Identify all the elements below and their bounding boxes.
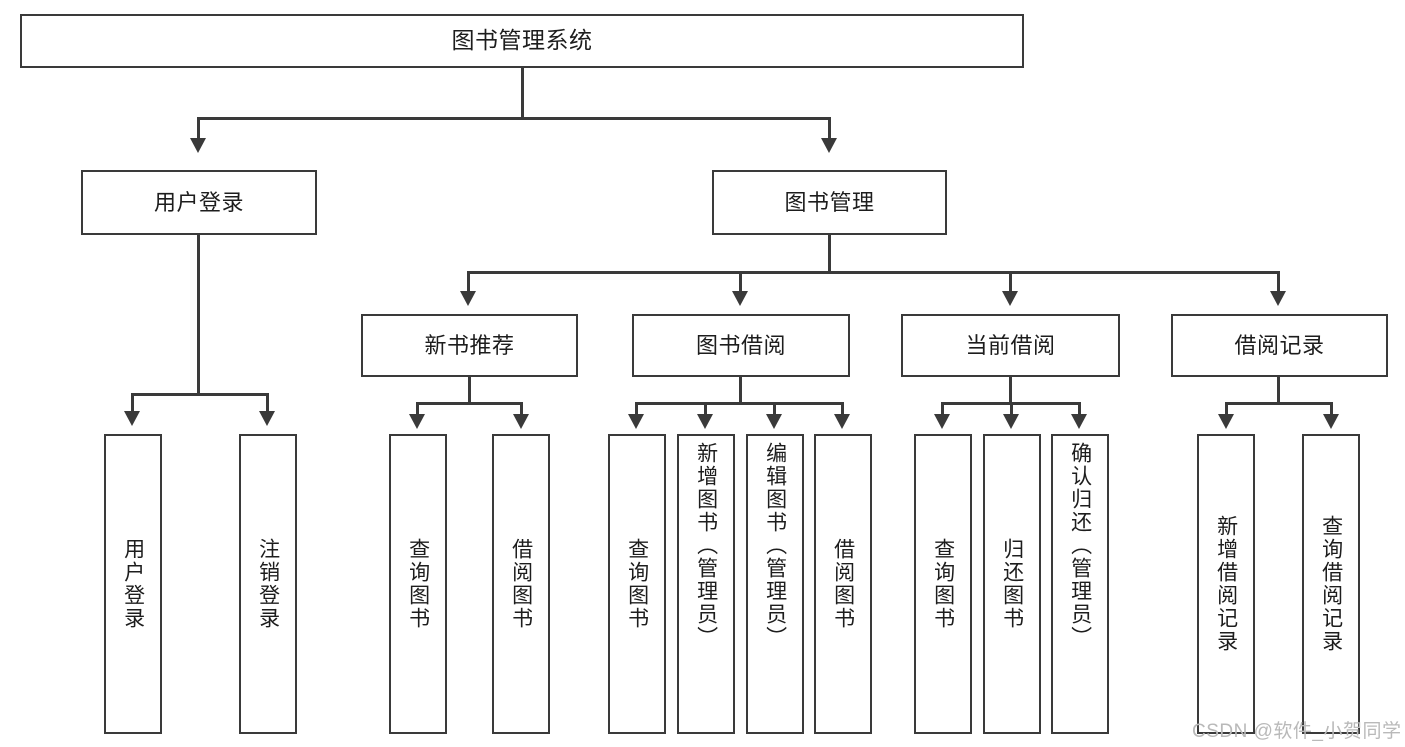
connector-current-borrow-stem [1009, 377, 1012, 404]
node-current-borrow[interactable]: 当前借阅 [901, 314, 1120, 377]
arrow-to-leaf-query-book-3 [934, 414, 950, 429]
node-root-book-management-system[interactable]: 图书管理系统 [20, 14, 1024, 68]
leaf-confirm-return-admin[interactable]: 确认归还（管理员） [1051, 434, 1109, 734]
node-new-book-recommend[interactable]: 新书推荐 [361, 314, 578, 377]
connector-level2-drop-4 [1277, 271, 1280, 293]
connector-user-login-drop-1 [131, 393, 134, 413]
leaf-label: 归还图书 [1000, 538, 1024, 630]
leaf-label: 确认归还（管理员） [1068, 442, 1092, 649]
connector-borrow-record-stem [1277, 377, 1280, 404]
connector-borrow-record-drop-2 [1330, 402, 1333, 416]
leaf-label: 查询借阅记录 [1319, 515, 1343, 653]
connector-borrow-record-bar [1225, 402, 1333, 405]
node-label: 图书管理 [784, 189, 875, 215]
leaf-query-book-current[interactable]: 查询图书 [914, 434, 972, 734]
arrow-to-leaf-return-book [1003, 414, 1019, 429]
arrow-to-leaf-logout [259, 411, 275, 426]
connector-user-login-stem [197, 235, 200, 395]
arrow-to-new-book-recommend [460, 291, 476, 306]
leaf-label: 用户登录 [121, 538, 145, 630]
node-label: 借阅记录 [1234, 332, 1325, 358]
leaf-label: 查询图书 [625, 538, 649, 630]
arrow-to-leaf-add-record [1218, 414, 1234, 429]
arrow-to-leaf-edit-book [766, 414, 782, 429]
leaf-query-borrow-record[interactable]: 查询借阅记录 [1302, 434, 1360, 734]
arrow-to-leaf-query-book-1 [409, 414, 425, 429]
connector-book-borrow-stem [739, 377, 742, 404]
leaf-label: 注销登录 [256, 538, 280, 630]
leaf-add-borrow-record[interactable]: 新增借阅记录 [1197, 434, 1255, 734]
arrow-to-leaf-borrow-book-2 [834, 414, 850, 429]
connector-user-login-drop-2 [266, 393, 269, 413]
leaf-label: 新增借阅记录 [1214, 515, 1238, 653]
connector-level2-drop-2 [739, 271, 742, 293]
connector-level1-drop-right [828, 117, 831, 140]
leaf-borrow-book[interactable]: 借阅图书 [814, 434, 872, 734]
leaf-label: 编辑图书（管理员） [763, 442, 787, 649]
arrow-to-book-borrow [732, 291, 748, 306]
arrow-to-leaf-query-record [1323, 414, 1339, 429]
leaf-label: 查询图书 [931, 538, 955, 630]
node-label: 用户登录 [153, 189, 244, 215]
leaf-borrow-book-recommend[interactable]: 借阅图书 [492, 434, 550, 734]
leaf-edit-book-admin[interactable]: 编辑图书（管理员） [746, 434, 804, 734]
connector-level2-bar [467, 271, 1280, 274]
connector-current-borrow-drop-1 [941, 402, 944, 416]
leaf-query-book-recommend[interactable]: 查询图书 [389, 434, 447, 734]
leaf-return-book[interactable]: 归还图书 [983, 434, 1041, 734]
arrow-to-leaf-borrow-book-1 [513, 414, 529, 429]
connector-current-borrow-drop-2 [1010, 402, 1013, 416]
connector-book-management-stem [828, 235, 831, 273]
connector-borrow-record-drop-1 [1225, 402, 1228, 416]
node-label: 当前借阅 [965, 332, 1056, 358]
node-label: 新书推荐 [424, 332, 515, 358]
arrow-to-leaf-user-login [124, 411, 140, 426]
connector-new-book-drop-2 [520, 402, 523, 416]
arrow-to-borrow-record [1270, 291, 1286, 306]
leaf-user-login[interactable]: 用户登录 [104, 434, 162, 734]
connector-root-stem [521, 68, 524, 118]
connector-book-borrow-bar [635, 402, 843, 405]
leaf-label: 借阅图书 [509, 538, 533, 630]
connector-book-borrow-drop-2 [704, 402, 707, 416]
arrow-to-book-management [821, 138, 837, 153]
connector-level1-drop-left [197, 117, 200, 140]
connector-level1-bar [197, 117, 831, 120]
arrow-to-user-login [190, 138, 206, 153]
connector-new-book-drop-1 [416, 402, 419, 416]
leaf-query-book-borrow[interactable]: 查询图书 [608, 434, 666, 734]
connector-new-book-stem [468, 377, 471, 404]
leaf-logout[interactable]: 注销登录 [239, 434, 297, 734]
node-borrow-record[interactable]: 借阅记录 [1171, 314, 1388, 377]
connector-level2-drop-1 [467, 271, 470, 293]
node-label: 图书管理系统 [451, 27, 593, 54]
arrow-to-leaf-confirm-return [1071, 414, 1087, 429]
connector-new-book-bar [416, 402, 523, 405]
connector-book-borrow-drop-1 [635, 402, 638, 416]
node-user-login[interactable]: 用户登录 [81, 170, 317, 235]
connector-book-borrow-drop-4 [841, 402, 844, 416]
connector-user-login-bar [131, 393, 268, 396]
node-label: 图书借阅 [695, 332, 786, 358]
connector-level2-drop-3 [1009, 271, 1012, 293]
arrow-to-leaf-add-book [697, 414, 713, 429]
arrow-to-leaf-query-book-2 [628, 414, 644, 429]
connector-book-borrow-drop-3 [773, 402, 776, 416]
node-book-management[interactable]: 图书管理 [712, 170, 947, 235]
leaf-label: 借阅图书 [831, 538, 855, 630]
leaf-add-book-admin[interactable]: 新增图书（管理员） [677, 434, 735, 734]
connector-current-borrow-drop-3 [1078, 402, 1081, 416]
arrow-to-current-borrow [1002, 291, 1018, 306]
leaf-label: 新增图书（管理员） [694, 442, 718, 649]
node-book-borrow[interactable]: 图书借阅 [632, 314, 850, 377]
leaf-label: 查询图书 [406, 538, 430, 630]
